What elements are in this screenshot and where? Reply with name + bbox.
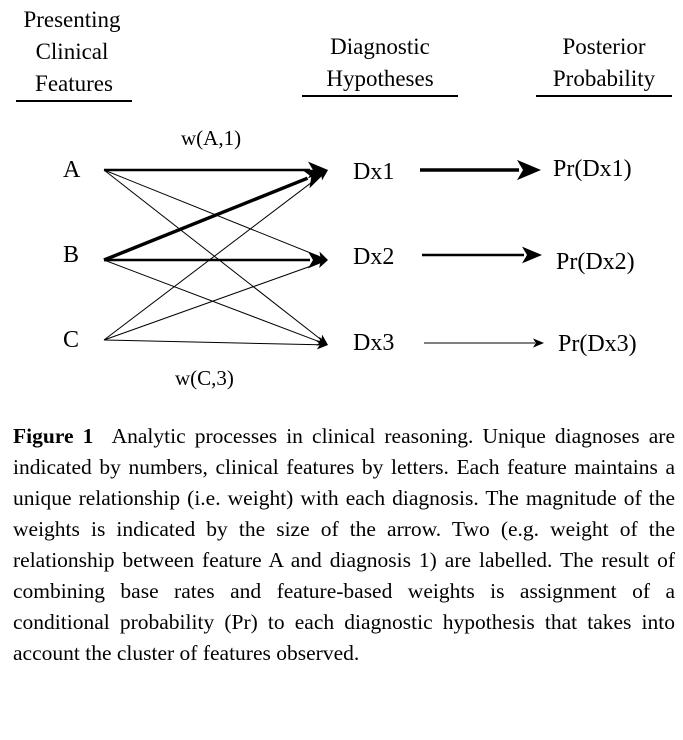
arrow-a-to-dx1 (104, 161, 328, 179)
arrow-c-to-dx1 (103, 170, 328, 341)
arrow-c-to-dx3-shaft (103, 339, 320, 346)
figure-caption: Figure 1 Analytic processes in clinical … (13, 421, 675, 669)
caption-label: Figure 1 (13, 424, 94, 448)
weight-label-c-3: w(C,3) (175, 366, 234, 390)
arrow-c-to-dx3-head (316, 340, 328, 350)
arrow-dx3-to-posterior-head (533, 338, 544, 348)
feature-c: C (63, 327, 80, 353)
feature-a: A (63, 157, 81, 183)
weight-label-a-1: w(A,1) (181, 126, 242, 150)
header-posterior-line-2: Probability (536, 63, 672, 97)
arrow-a-to-dx3 (103, 169, 328, 345)
header-hypotheses-line-1: Diagnostic (330, 34, 430, 59)
probability-dx1: Pr(Dx1) (553, 156, 632, 182)
feature-b: B (63, 242, 80, 268)
header-presenting-clinical-features: Presenting Clinical Features (6, 4, 138, 102)
arrow-dx2-to-posterior-head (522, 246, 542, 264)
arrow-b-to-dx3 (103, 259, 328, 346)
header-hypotheses-line-2: Hypotheses (302, 63, 458, 97)
arrow-c-to-dx2-head (316, 259, 328, 269)
arrow-c-to-dx2 (103, 259, 328, 341)
arrows (103, 159, 544, 350)
arrow-c-to-dx1-head (316, 170, 328, 181)
header-diagnostic-hypotheses: Diagnostic Hypotheses (302, 31, 458, 97)
arrow-c-to-dx2-shaft (103, 262, 320, 341)
arrow-a-to-dx3-shaft (103, 169, 322, 340)
arrow-b-to-dx3-shaft (103, 259, 320, 343)
arrow-b-to-dx1-shaft (103, 176, 309, 262)
arrow-a-to-dx2-shaft (103, 169, 320, 258)
header-posterior-probability: Posterior Probability (536, 31, 672, 97)
probability-dx3: Pr(Dx3) (558, 331, 637, 357)
diagnosis-dx2: Dx2 (353, 244, 395, 270)
arrow-b-to-dx2 (104, 251, 328, 269)
arrow-dx3-to-posterior (424, 338, 544, 348)
arrow-c-to-dx3 (103, 339, 328, 350)
arrow-c-to-dx1-shaft (103, 175, 322, 341)
arrow-dx1-to-posterior (420, 159, 541, 181)
diagnosis-dx3: Dx3 (353, 330, 395, 356)
arrow-dx2-to-posterior (422, 246, 542, 264)
diagram: Presenting Clinical Features Diagnostic … (6, 4, 672, 390)
arrow-dx1-to-posterior-head (517, 159, 541, 181)
header-posterior-line-1: Posterior (562, 34, 646, 59)
diagnosis-dx1: Dx1 (353, 159, 395, 185)
caption-text: Analytic processes in clinical reasoning… (13, 424, 675, 665)
header-features-line-3: Features (16, 68, 132, 102)
probability-dx2: Pr(Dx2) (556, 249, 635, 275)
header-features-line-2: Clinical (35, 39, 109, 64)
header-features-line-1: Presenting (23, 7, 121, 32)
